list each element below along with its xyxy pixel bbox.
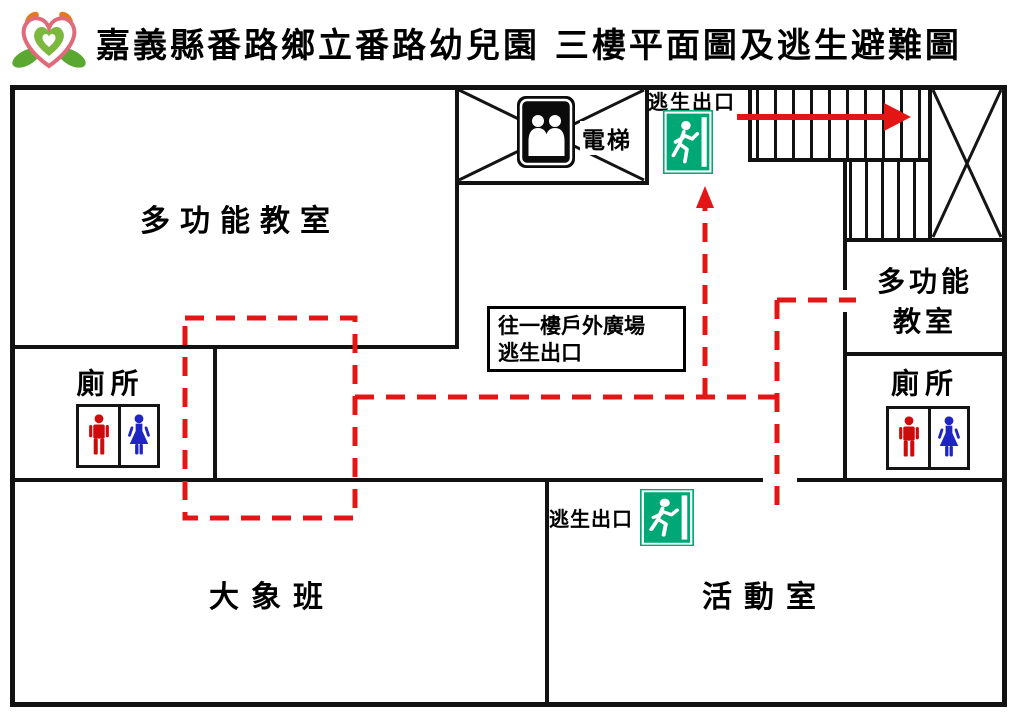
wall <box>10 85 15 707</box>
wall <box>843 352 1007 356</box>
room-label-multifunction-right-line2: 教室 <box>892 305 957 338</box>
male-figure-icon <box>79 407 118 465</box>
wall <box>213 349 217 482</box>
header: 嘉義縣番路鄉立番路幼兒園 三樓平面圖及逃生避難圖 <box>0 0 1024 82</box>
wall <box>748 85 752 162</box>
room-label-toilet-left: 廁所 <box>76 367 145 400</box>
wall <box>797 478 1007 482</box>
room-label-toilet-right: 廁所 <box>890 367 959 400</box>
wall <box>748 158 932 162</box>
route-destination-line1: 往一樓戶外廣場 <box>498 313 645 338</box>
toilet-icons-right <box>886 406 970 470</box>
page-title: 嘉義縣番路鄉立番路幼兒園 三樓平面圖及逃生避難圖 <box>96 26 962 66</box>
wall <box>545 478 549 707</box>
stairs-lower-flight <box>849 162 928 238</box>
female-figure-icon <box>118 407 157 465</box>
stair-arrowhead-right <box>884 103 911 131</box>
exit-sign-icon-bottom <box>640 489 694 546</box>
wall <box>455 181 649 185</box>
route-loop-rect <box>182 315 358 521</box>
toilet-icons-left <box>76 404 160 468</box>
exit-label-bottom: 逃生出口 <box>549 507 633 531</box>
stairs-top-flight <box>756 89 930 158</box>
elevator-icon <box>517 96 575 168</box>
wall <box>843 158 847 242</box>
wall <box>843 238 1007 242</box>
exit-label-top: 逃生出口 <box>648 90 736 114</box>
route-destination-box: 往一樓戶外廣場 逃生出口 <box>487 306 686 372</box>
route-destination-line2: 逃生出口 <box>498 340 582 365</box>
room-label-multifunction-left: 多功能教室 <box>140 204 340 239</box>
room-label-activity-room: 活動室 <box>702 580 828 615</box>
wall <box>10 345 459 349</box>
wall <box>645 85 649 185</box>
wall <box>549 478 763 482</box>
room-label-multifunction-right-line1: 多功能 <box>876 265 973 298</box>
elevator-label: 電梯 <box>580 121 634 155</box>
wall <box>843 312 847 482</box>
school-logo-icon <box>8 4 90 76</box>
wall <box>10 478 549 482</box>
female-figure-icon <box>928 409 967 467</box>
wall <box>455 85 459 349</box>
route-arrowhead-up <box>696 186 714 208</box>
exit-sign-icon-top <box>663 110 713 174</box>
wall <box>10 85 1007 90</box>
wall <box>843 242 847 290</box>
wall <box>1002 85 1007 707</box>
wall <box>10 702 1007 707</box>
male-figure-icon <box>889 409 928 467</box>
wall <box>928 85 932 242</box>
room-label-elephant-class: 大象班 <box>209 580 335 615</box>
